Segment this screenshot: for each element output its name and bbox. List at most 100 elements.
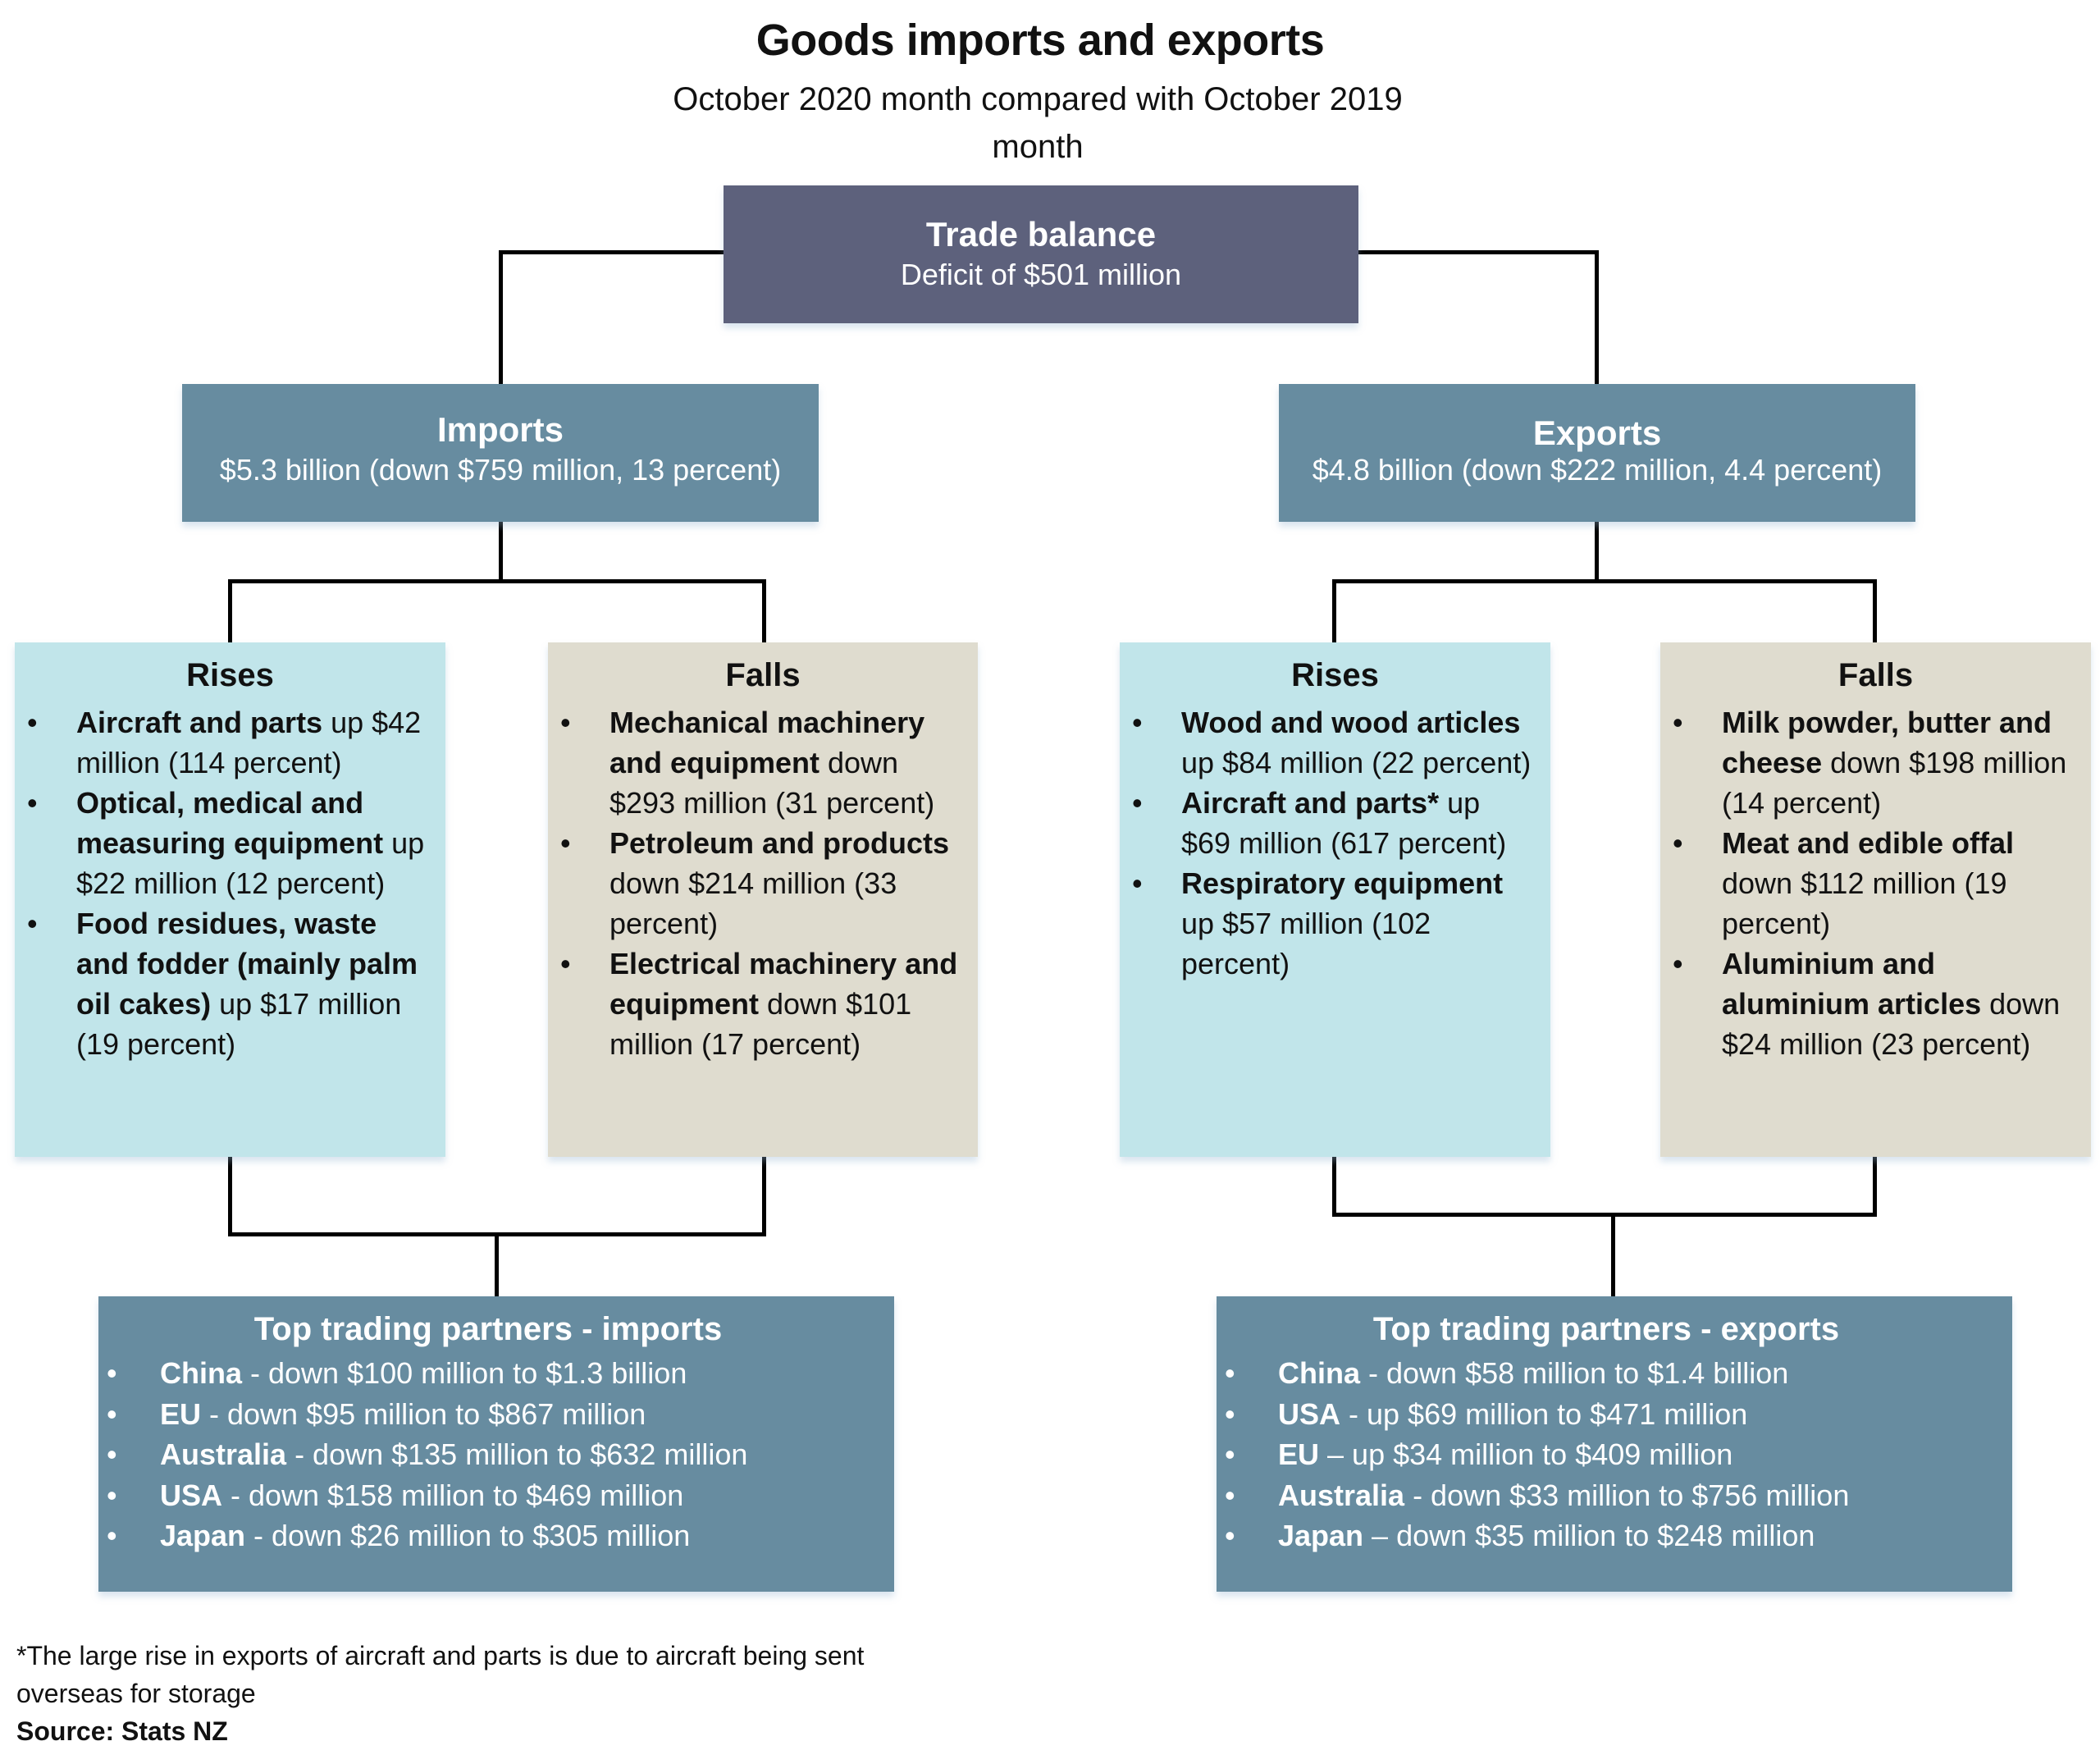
list-item: • Japan – down $35 million to $248 millio… xyxy=(1217,1515,1996,1556)
chart-title: Goods imports and exports xyxy=(756,16,1325,65)
connector-imports-rises-bottom xyxy=(228,1157,232,1236)
partner-change: - down $58 million to $1.4 billion xyxy=(1360,1356,1789,1390)
list-item: •Aircraft and parts* up $69 million (617… xyxy=(1120,783,1536,863)
connector-exports-partners xyxy=(1611,1213,1615,1296)
imports-partners-list: • China - down $100 million to $1.3 billi… xyxy=(98,1353,878,1556)
imports-rises-title: Rises xyxy=(186,657,274,693)
item-change: up $17 million (19 percent) xyxy=(76,987,402,1061)
partner-name: Japan xyxy=(160,1519,246,1552)
connector-tb-left-h xyxy=(499,250,724,254)
bullet-icon: • xyxy=(1132,866,1143,900)
source-text: Source: Stats NZ xyxy=(16,1716,228,1746)
bullet-icon: • xyxy=(27,706,38,739)
connector-imports-rises xyxy=(228,579,232,642)
partner-name: Australia xyxy=(1278,1478,1405,1512)
partner-change: - down $158 million to $469 million xyxy=(222,1478,684,1512)
partner-change: – down $35 million to $248 million xyxy=(1363,1519,1815,1552)
exports-falls-box: Falls • Milk powder, butter and cheese do… xyxy=(1660,642,2091,1157)
list-item: •Australia - down $33 million to $756 mi… xyxy=(1217,1475,1996,1516)
exports-falls-list: • Milk powder, butter and cheese down $19… xyxy=(1660,702,2076,1064)
connector-exports-rises-bottom xyxy=(1332,1157,1336,1216)
exports-rises-list: •Wood and wood articles up $84 million (… xyxy=(1120,702,1536,984)
exports-title: Exports xyxy=(1532,414,1662,452)
item-category: Aircraft and parts* xyxy=(1181,786,1440,820)
connector-exports-join xyxy=(1332,1213,1877,1217)
connector-imports-falls xyxy=(762,579,766,642)
bullet-icon: • xyxy=(1225,1437,1235,1471)
imports-title: Imports xyxy=(436,410,564,449)
bullet-icon: • xyxy=(1225,1519,1235,1552)
bullet-icon: • xyxy=(1225,1478,1235,1512)
list-item: •USA - down $158 million to $469 million xyxy=(98,1475,878,1516)
partner-name: Japan xyxy=(1278,1519,1364,1552)
bullet-icon: • xyxy=(107,1519,117,1552)
subtitle-line-1: October 2020 month compared with October… xyxy=(673,81,1403,117)
imports-falls-list: • Mechanical machinery and equipment down… xyxy=(548,702,963,1064)
connector-imports-down xyxy=(499,522,503,582)
item-change: up $22 million (12 percent) xyxy=(76,826,425,900)
partner-name: USA xyxy=(160,1478,223,1512)
item-change: down $198 million (14 percent) xyxy=(1722,746,2067,820)
list-item: •USA - up $69 million to $471 million xyxy=(1217,1394,1996,1435)
exports-value: $4.8 billion (down $222 million, 4.4 per… xyxy=(1312,453,1883,487)
imports-falls-box: Falls • Mechanical machinery and equipmen… xyxy=(548,642,978,1157)
list-item: •Australia - down $135 million to $632 m… xyxy=(98,1434,878,1475)
item-category: Milk powder, butter and cheese xyxy=(1722,706,2052,779)
bullet-icon: • xyxy=(107,1396,117,1431)
bullet-icon: • xyxy=(27,786,38,820)
subtitle-line-2: month xyxy=(992,129,1084,165)
list-item: •Meat and edible offal down $112 million… xyxy=(1660,823,2076,944)
item-category: Mechanical machinery and equipment xyxy=(609,706,925,779)
list-item: •Electrical machinery and equipment down… xyxy=(548,944,963,1064)
partner-name: China xyxy=(160,1356,243,1390)
partner-name: Australia xyxy=(160,1437,287,1471)
exports-falls-title: Falls xyxy=(1838,657,1914,693)
item-category: Meat and edible offal xyxy=(1722,826,2015,860)
item-category: Respiratory equipment xyxy=(1181,866,1504,900)
footnote-text: *The large rise in exports of aircraft a… xyxy=(16,1641,865,1708)
exports-rises-box: Rises •Wood and wood articles up $84 mil… xyxy=(1120,642,1550,1157)
bullet-icon: • xyxy=(560,706,571,739)
partner-change: – up $34 million to $409 million xyxy=(1319,1437,1733,1471)
connector-exports-falls-bottom xyxy=(1873,1157,1877,1216)
connector-exports-falls xyxy=(1873,579,1877,642)
list-item: • EU - down $95 million to $867 million xyxy=(98,1394,878,1435)
exports-partners-list: • China - down $58 million to $1.4 billio… xyxy=(1217,1353,1996,1556)
connector-tb-right-h xyxy=(1358,250,1598,254)
imports-rises-box: Rises •Aircraft and parts up $42 million… xyxy=(15,642,445,1157)
list-item: • China - down $100 million to $1.3 billi… xyxy=(98,1353,878,1394)
item-category: Wood and wood articles xyxy=(1181,706,1521,739)
imports-box: Imports $5.3 billion (down $759 million,… xyxy=(182,384,819,522)
partner-change: - down $100 million to $1.3 billion xyxy=(242,1356,687,1390)
bullet-icon: • xyxy=(107,1356,117,1390)
bullet-icon: • xyxy=(1673,947,1683,980)
chart-subtitle: October 2020 month compared with October… xyxy=(574,75,1501,171)
list-item: • Mechanical machinery and equipment down… xyxy=(548,702,963,823)
item-category: Aircraft and parts xyxy=(76,706,323,739)
trade-balance-value: Deficit of $501 million xyxy=(900,258,1182,291)
list-item: •Aircraft and parts up $42 million (114 … xyxy=(15,702,431,783)
bullet-icon: • xyxy=(1132,786,1143,820)
connector-tb-left-v xyxy=(499,250,503,384)
partner-name: EU xyxy=(160,1396,202,1431)
partner-name: China xyxy=(1278,1356,1361,1390)
bullet-icon: • xyxy=(1225,1396,1235,1431)
exports-partners-box: Top trading partners - exports • China - … xyxy=(1217,1296,2012,1592)
exports-partners-title: Top trading partners - exports xyxy=(1372,1311,1840,1347)
item-change: down $24 million (23 percent) xyxy=(1722,987,2061,1061)
partner-name: USA xyxy=(1278,1396,1341,1431)
trade-balance-title: Trade balance xyxy=(925,215,1157,254)
item-change: down $293 million (31 percent) xyxy=(609,746,935,820)
list-item: •EU – up $34 million to $409 million xyxy=(1217,1434,1996,1475)
item-category: Food residues, waste and fodder (mainly … xyxy=(76,907,418,1021)
trade-balance-box: Trade balance Deficit of $501 million xyxy=(724,185,1358,323)
item-change: down $101 million (17 percent) xyxy=(609,987,912,1061)
item-category: Aluminium and aluminium articles xyxy=(1722,947,1982,1021)
partner-change: - down $95 million to $867 million xyxy=(201,1396,646,1431)
bullet-icon: • xyxy=(560,826,571,860)
list-item: •Respiratory equipment up $57 million (1… xyxy=(1120,863,1536,984)
imports-partners-box: Top trading partners - imports •China - … xyxy=(98,1296,894,1592)
list-item: •Food residues, waste and fodder (mainly… xyxy=(15,903,431,1064)
item-change: down $214 million (33 percent) xyxy=(609,866,897,940)
imports-falls-title: Falls xyxy=(725,657,801,693)
